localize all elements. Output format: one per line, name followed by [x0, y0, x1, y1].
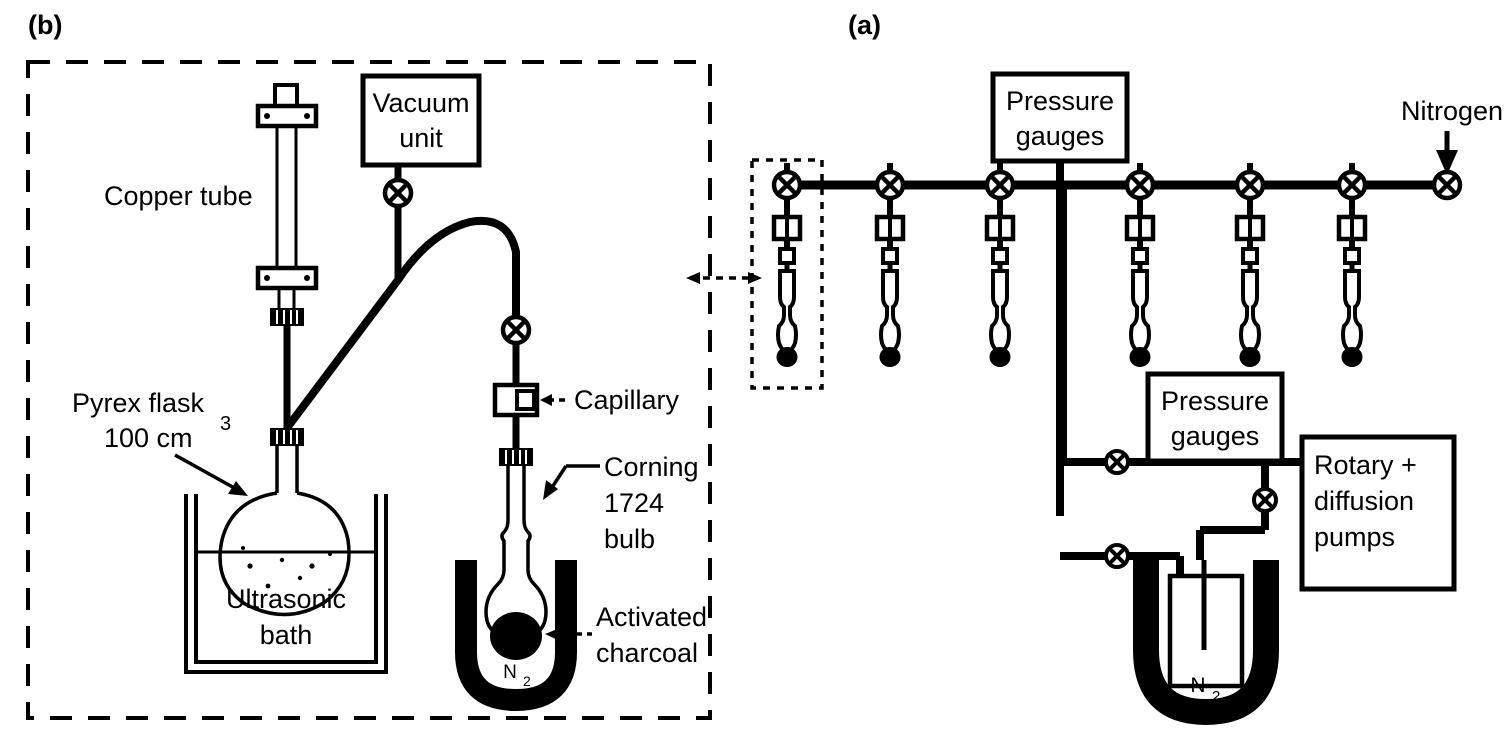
panel-b-boundary: [26, 60, 712, 720]
vacuum-unit-label-line1: Vacuum: [372, 88, 469, 118]
pyrex-flask-label-superscript: 3: [220, 413, 231, 435]
corning-bulb-assembly: N 2 Corning 1724 bulb Activated charcoal: [455, 448, 707, 712]
pressure-gauges-mid-label-line1: Pressure: [1161, 386, 1269, 416]
pressure-gauges-mid-label-line2: gauges: [1171, 421, 1260, 451]
nitrogen-flow-arrow: [1436, 150, 1458, 175]
corning-label-line3: bulb: [604, 524, 655, 554]
dewar-a-n2-label: N: [1190, 674, 1205, 697]
pressure-gauges-top: Pressure gauges: [990, 71, 1130, 164]
panel-b-caption: (b): [28, 10, 62, 40]
pumps-label-line1: Rotary +: [1314, 450, 1417, 480]
corning-label-line1: Corning: [604, 452, 699, 482]
pyrex-flask-label-line2: 100 cm: [104, 423, 193, 453]
activated-charcoal-bulb: [490, 612, 542, 660]
ultrasonic-bath-label-line2: bath: [260, 620, 313, 650]
liquid-nitrogen-dewar-b: [455, 560, 577, 712]
corning-label-line2: 1724: [604, 488, 664, 518]
dewar-n2-label: N: [503, 662, 517, 683]
pump-isolation-valve-upper[interactable]: [1104, 449, 1130, 475]
activated-charcoal-label-line1: Activated: [596, 602, 707, 632]
pressure-gauges-top-label-line1: Pressure: [1006, 86, 1114, 116]
capillary-label: Capillary: [574, 385, 680, 415]
pressure-gauges-top-label-line2: gauges: [1016, 121, 1105, 151]
rotary-diffusion-pumps: Rotary + diffusion pumps: [1299, 434, 1457, 592]
pumps-label-line2: diffusion: [1314, 486, 1414, 516]
highlight-box-sample-port: [750, 158, 824, 390]
vacuum-unit-valve[interactable]: [385, 180, 411, 206]
cold-trap: [1167, 560, 1245, 689]
glass-joint-upper: [270, 308, 304, 326]
pyrex-flask-label-line1: Pyrex flask: [72, 388, 205, 418]
pyrex-flask-assembly: Ultrasonic bath Pyrex flask 100 cm 3: [72, 388, 388, 674]
ultrasonic-bath-label-line1: Ultrasonic: [226, 584, 346, 614]
pressure-gauges-mid: Pressure gauges: [1145, 371, 1285, 466]
liquid-nitrogen-dewar-a: [1133, 560, 1279, 726]
pump-isolation-valve-trap[interactable]: [1252, 487, 1278, 513]
capillary-branch: Capillary: [492, 317, 680, 448]
nitrogen-label: Nitrogen: [1401, 96, 1503, 126]
panel-b: (b): [26, 10, 712, 720]
pyrex-flask-leader: [174, 453, 239, 492]
pump-isolation-valve-lower[interactable]: [1104, 543, 1130, 569]
copper-tube-label: Copper tube: [104, 181, 253, 211]
bent-transfer-tube: [283, 216, 520, 431]
glass-joint-flask: [270, 428, 304, 446]
panel-a: (a) Nitrogen Pres: [750, 10, 1503, 726]
nitrogen-inlet: Nitrogen: [1401, 96, 1503, 198]
glass-joint-bulb: [499, 448, 533, 466]
round-bottom-flask: [218, 491, 351, 617]
pumps-label-line3: pumps: [1314, 522, 1395, 552]
panel-a-caption: (a): [848, 10, 881, 40]
dewar-a-n2-subscript: 2: [1212, 688, 1220, 705]
vacuum-unit-label-line2: unit: [399, 123, 443, 153]
activated-charcoal-label-line2: charcoal: [596, 638, 698, 668]
copper-tube-assembly: [255, 83, 319, 428]
vacuum-unit: Vacuum unit: [360, 73, 482, 280]
capillary-valve[interactable]: [503, 317, 529, 343]
dewar-n2-subscript: 2: [523, 673, 531, 689]
ultrasonic-bath: Ultrasonic bath: [184, 494, 388, 674]
nitrogen-inlet-valve[interactable]: [1434, 172, 1460, 198]
